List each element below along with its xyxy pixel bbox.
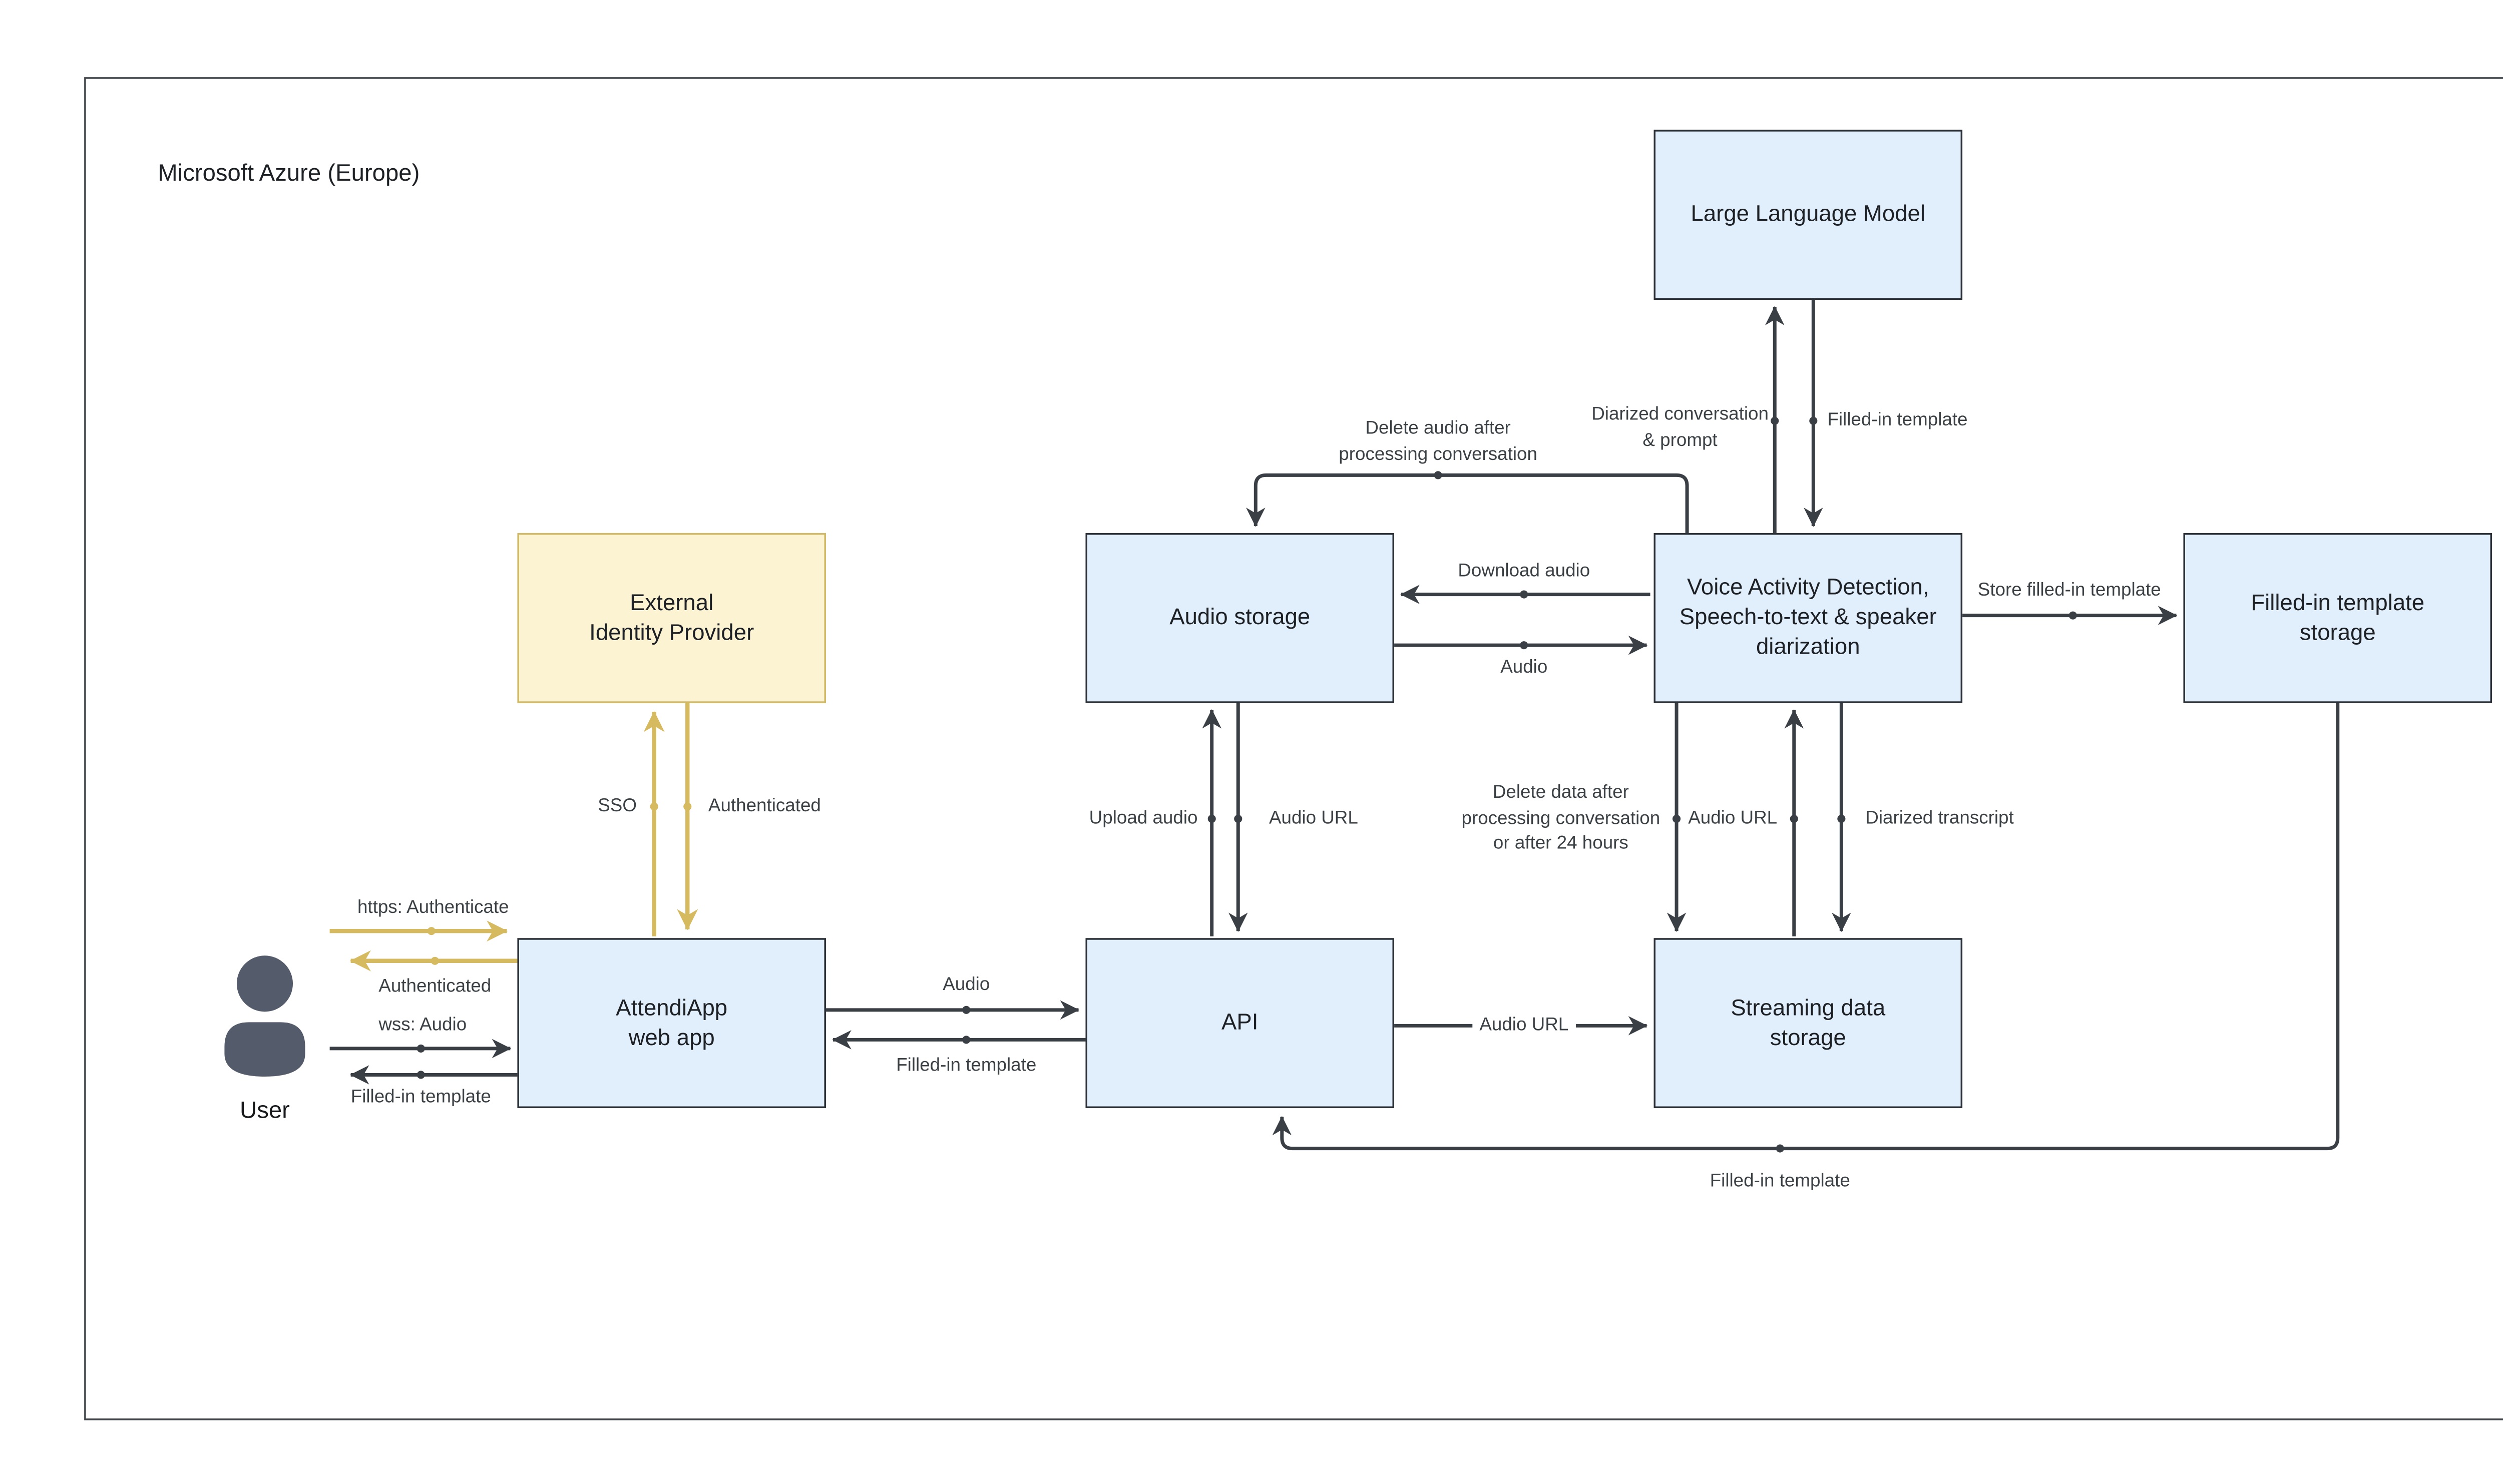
edge-label-authenticated-to-user: Authenticated — [378, 976, 492, 998]
edge-label-store-template: Store filled-in template — [1977, 580, 2161, 601]
edge-label-filled-template-from-llm: Filled-in template — [1827, 409, 1968, 431]
node-large-language-model: Large Language Model — [1653, 130, 1963, 300]
node-label: Voice Activity Detection, Speech-to-text… — [1679, 574, 1937, 659]
node-attendiapp-web-app: AttendiApp web app — [517, 938, 826, 1109]
node-label: Large Language Model — [1691, 200, 1926, 227]
diagram-title: Microsoft Azure (Europe) — [158, 159, 420, 186]
edge-label-audio-url-to-vad: Audio URL — [1688, 807, 1778, 829]
edge-label-filled-template-to-app: Filled-in template — [896, 1055, 1037, 1076]
edge-label-filled-template-to-api: Filled-in template — [1710, 1170, 1850, 1192]
edge-label-audio-url-to-streaming: Audio URL — [1472, 1013, 1576, 1039]
node-filled-in-template-storage: Filled-in template storage — [2183, 533, 2492, 703]
node-label: API — [1221, 1008, 1259, 1035]
node-label: External Identity Provider — [589, 588, 754, 645]
edge-label-diarized-prompt: Diarized conversation & prompt — [1591, 403, 1769, 451]
edge-label-wss-audio: wss: Audio — [378, 1015, 467, 1036]
azure-boundary-box — [84, 77, 2503, 1420]
node-label: AttendiApp web app — [616, 993, 728, 1050]
edge-label-upload-audio: Upload audio — [1089, 807, 1198, 829]
edge-label-audio-to-vad: Audio — [1500, 657, 1548, 678]
edge-label-delete-audio: Delete audio after processing conversati… — [1339, 417, 1537, 465]
node-label: Filled-in template storage — [2251, 588, 2425, 645]
node-audio-storage: Audio storage — [1085, 533, 1395, 703]
edge-label-download-audio: Download audio — [1458, 560, 1590, 582]
node-api: API — [1085, 938, 1395, 1109]
edge-label-authenticated: Authenticated — [708, 795, 821, 817]
user-label: User — [240, 1097, 290, 1123]
node-voice-activity-detection: Voice Activity Detection, Speech-to-text… — [1653, 533, 1963, 703]
edge-label-audio-url-to-api: Audio URL — [1269, 807, 1358, 829]
edge-label-delete-data: Delete data after processing conversatio… — [1461, 782, 1660, 855]
edge-label-audio-to-api: Audio — [943, 974, 990, 996]
edge-label-sso: SSO — [598, 795, 637, 817]
edge-label-filled-template-to-user: Filled-in template — [350, 1086, 491, 1108]
node-external-identity-provider: External Identity Provider — [517, 533, 826, 703]
edge-label-https-authenticate: https: Authenticate — [357, 897, 509, 918]
node-streaming-data-storage: Streaming data storage — [1653, 938, 1963, 1109]
node-label: Audio storage — [1169, 603, 1311, 630]
edge-label-diarized-transcript: Diarized transcript — [1865, 807, 2014, 829]
node-label: Streaming data storage — [1731, 993, 1886, 1050]
